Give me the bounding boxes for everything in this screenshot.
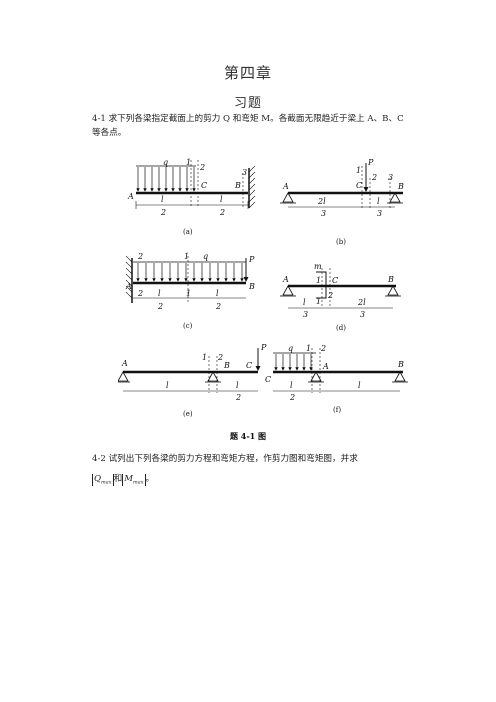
- label-l-c1: l: [158, 289, 161, 298]
- m-max-abs: Mmax: [122, 474, 146, 486]
- label-sec2-d: 2: [327, 291, 333, 300]
- beam-figure: q 1 2 3 A C B l 2 l 2 (a) P 1 2 3 A C B …: [118, 158, 408, 418]
- label-sec1-f: 1: [306, 344, 311, 353]
- label-sec2-a: 2: [199, 163, 205, 172]
- subfig-c-label: (c): [183, 322, 193, 330]
- label-2-c1: 2: [157, 302, 163, 311]
- problem-4-1-text: 4-1 求下列各梁指定截面上的剪力 Q 和弯矩 M。各截面无限趋近于梁上 A、B…: [92, 114, 404, 138]
- label-B-a: B: [234, 181, 241, 190]
- label-A-e: A: [121, 359, 128, 368]
- label-q-a: q: [163, 158, 168, 167]
- m-symbol: M: [124, 474, 134, 484]
- label-2l-b: 2l: [317, 197, 326, 206]
- label-C-d: C: [332, 276, 338, 285]
- label-C-a: C: [201, 181, 207, 190]
- figure-caption: 题 4-1 图: [229, 431, 267, 441]
- label-B-d: B: [387, 275, 394, 284]
- label-sec2-c: 2: [137, 252, 143, 261]
- label-l-c2: l: [216, 289, 219, 298]
- label-sec2-e: 2: [217, 353, 223, 362]
- q-sub: max: [101, 479, 112, 486]
- label-sec1-b: 1: [356, 166, 361, 175]
- label-A-f: A: [322, 362, 329, 371]
- label-l-a2: l: [220, 195, 223, 204]
- subfig-e: P 1 2 A B C l l 2 (e): [118, 343, 267, 418]
- label-2-a1: 2: [160, 208, 166, 217]
- q-max-abs: Qmax: [92, 474, 114, 486]
- label-B-c: B: [248, 282, 255, 291]
- label-P-e: P: [260, 343, 267, 352]
- label-B-f: B: [397, 360, 404, 369]
- subfig-e-label: (e): [183, 410, 193, 418]
- subfig-c: P 2 1 q A B 2 1 l 2 l 2 (c): [125, 252, 255, 330]
- label-P-b: P: [367, 158, 374, 167]
- label-sec1-c: 1: [184, 252, 189, 261]
- label-sec1-c2: 1: [186, 289, 191, 298]
- label-sec3-a: 3: [242, 168, 247, 177]
- label-B-b: B: [397, 182, 404, 191]
- subfig-d-label: (d): [336, 324, 346, 332]
- m-sub: max: [133, 479, 144, 486]
- label-q-c: q: [203, 252, 208, 261]
- label-l-e2: l: [236, 381, 239, 390]
- subfig-d: m 1 C A B 1 2 l 3 2l 3 (d): [280, 262, 401, 332]
- subfig-f: q 1 2 C A B l 2 l (f): [265, 344, 408, 414]
- label-B-e: B: [223, 361, 230, 370]
- label-l-e1: l: [166, 381, 169, 390]
- label-A-c: A: [125, 282, 132, 291]
- label-l-f1: l: [290, 381, 293, 390]
- label-A-d: A: [282, 275, 289, 284]
- label-3-b1: 3: [321, 209, 326, 218]
- label-2-e: 2: [235, 393, 241, 402]
- label-sec1-e: 1: [202, 353, 207, 362]
- label-l-d: l: [303, 298, 306, 307]
- label-sec2-f: 2: [320, 344, 326, 353]
- label-m-d: m: [314, 262, 322, 271]
- label-sec1-a: 1: [186, 158, 191, 167]
- label-sec1-d: 1: [316, 276, 321, 285]
- label-sec2-b: 2: [371, 173, 377, 182]
- label-2-f: 2: [289, 393, 295, 402]
- subfig-a: q 1 2 3 A C B l 2 l 2 (a): [127, 158, 256, 236]
- label-l-b: l: [377, 197, 380, 206]
- subfig-f-label: (f): [333, 406, 341, 414]
- label-A-b: A: [282, 182, 289, 191]
- section-title: 习题: [233, 96, 262, 111]
- label-2-a2: 2: [219, 208, 225, 217]
- label-l-f2: l: [358, 381, 361, 390]
- label-l-a1: l: [161, 195, 164, 204]
- label-q-f: q: [288, 344, 293, 353]
- label-C-f: C: [265, 375, 271, 384]
- subfig-b-label: (b): [336, 238, 346, 246]
- label-A-a: A: [127, 192, 134, 201]
- label-2-c2: 2: [215, 302, 221, 311]
- label-sec1-d2: 1: [316, 297, 321, 306]
- formula-connector: 和: [113, 474, 123, 484]
- label-sec3-b: 3: [388, 173, 393, 182]
- label-3-d2: 3: [360, 310, 365, 319]
- label-C-b: C: [356, 181, 362, 190]
- problem-4-2-text: 4-2 试列出下列各梁的剪力方程和弯矩方程，作剪力图和弯矩图，并求: [92, 454, 358, 464]
- label-C-e: C: [246, 361, 252, 370]
- label-P-c: P: [248, 255, 255, 264]
- label-2l-d: 2l: [357, 298, 366, 307]
- chapter-title: 第四章: [223, 64, 272, 82]
- subfig-a-label: (a): [183, 228, 193, 236]
- subfig-b: P 1 2 3 A C B 2l 3 l 3 (b): [280, 158, 404, 246]
- label-3-d1: 3: [303, 310, 308, 319]
- label-3-b2: 3: [377, 209, 382, 218]
- q-symbol: Q: [94, 474, 102, 484]
- formula-end: 。: [145, 474, 155, 484]
- label-sec2-c2: 2: [137, 289, 143, 298]
